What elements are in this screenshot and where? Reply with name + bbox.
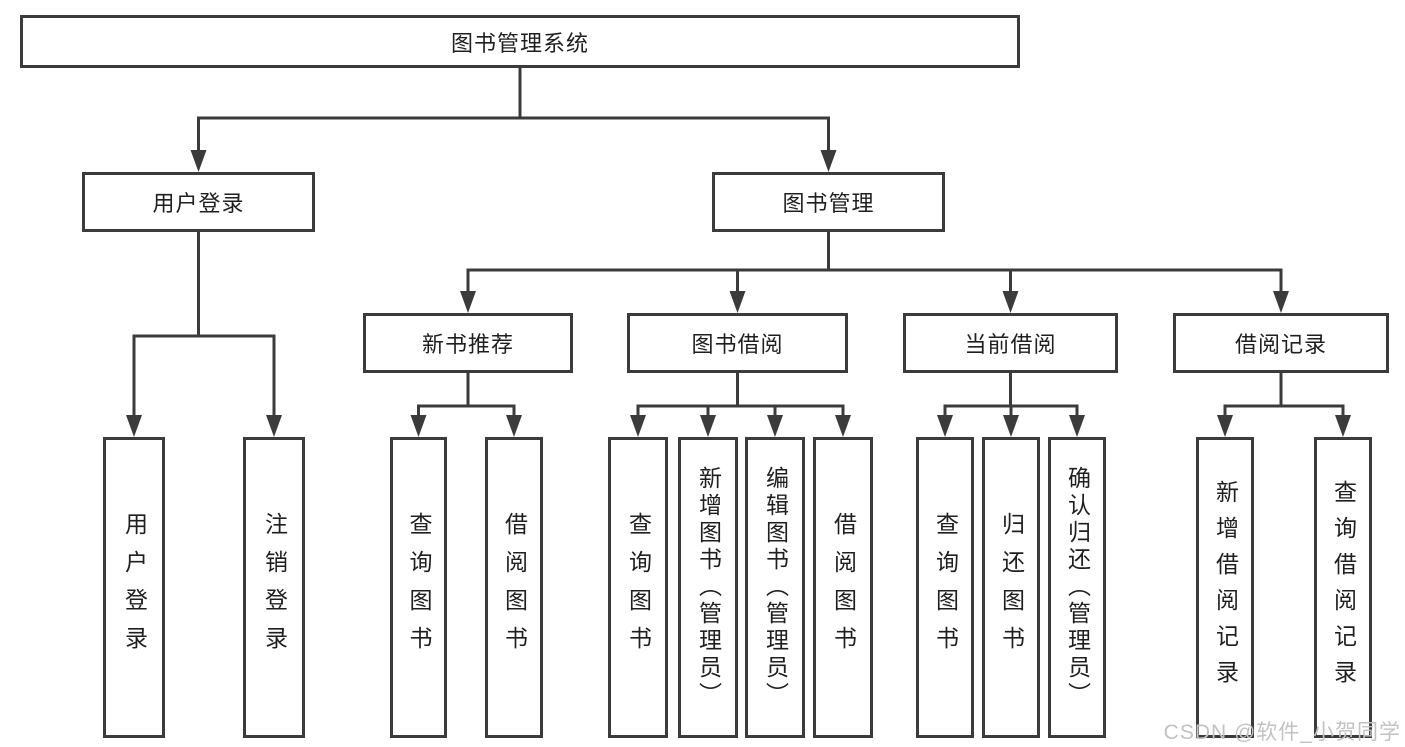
leaf-add-borrow-record: 新增借阅记录 [1196, 437, 1254, 738]
node-label: 借阅记录 [1234, 332, 1327, 357]
leaf-query-books-borrowing: 查询图书 [608, 437, 668, 738]
leaf-label: 查询图书 [406, 511, 432, 664]
leaf-label: 新增借阅记录 [1212, 479, 1239, 696]
leaf-query-borrow-record: 查询借阅记录 [1314, 437, 1372, 738]
node-label: 图书管理 [782, 191, 875, 216]
leaf-add-books-admin: 新增图书（管理员） [678, 437, 738, 738]
leaf-query-books-current: 查询图书 [916, 437, 974, 738]
leaf-borrow-books-recommend: 借阅图书 [485, 437, 543, 738]
node-label: 用户登录 [152, 191, 245, 216]
node-book-borrowing: 图书借阅 [627, 313, 848, 373]
leaf-label: 查询借阅记录 [1330, 479, 1357, 696]
leaf-label: 确认归还（管理员） [1064, 466, 1091, 709]
node-borrow-records: 借阅记录 [1173, 313, 1389, 373]
leaf-label: 查询图书 [932, 511, 959, 664]
leaf-label: 新增图书（管理员） [695, 466, 722, 709]
leaf-logout: 注销登录 [243, 437, 305, 738]
leaf-label: 查询图书 [625, 511, 652, 664]
leaf-label: 注销登录 [261, 511, 288, 664]
csdn-watermark: CSDN @软件_小贺同学 [1163, 721, 1401, 744]
leaf-label: 借阅图书 [501, 511, 528, 664]
node-label: 图书借阅 [691, 332, 784, 357]
node-book-management: 图书管理 [712, 172, 945, 232]
leaf-confirm-return-admin: 确认归还（管理员） [1048, 437, 1106, 738]
node-label: 图书管理系统 [450, 30, 589, 56]
leaf-label: 编辑图书（管理员） [762, 466, 789, 709]
leaf-user-login: 用户登录 [103, 437, 165, 738]
leaf-label: 归还图书 [998, 511, 1025, 664]
leaf-return-books: 归还图书 [982, 437, 1040, 738]
leaf-borrow-books: 借阅图书 [813, 437, 873, 738]
node-new-book-recommend: 新书推荐 [363, 313, 573, 373]
node-label: 新书推荐 [421, 332, 514, 357]
node-library-management-system: 图书管理系统 [20, 15, 1020, 68]
node-current-borrowing: 当前借阅 [903, 313, 1118, 373]
leaf-label: 用户登录 [121, 511, 148, 664]
leaf-edit-books-admin: 编辑图书（管理员） [745, 437, 805, 738]
node-user-login: 用户登录 [82, 172, 315, 232]
leaf-label: 借阅图书 [830, 511, 857, 664]
node-label: 当前借阅 [964, 332, 1057, 357]
leaf-query-books-recommend: 查询图书 [390, 437, 447, 738]
